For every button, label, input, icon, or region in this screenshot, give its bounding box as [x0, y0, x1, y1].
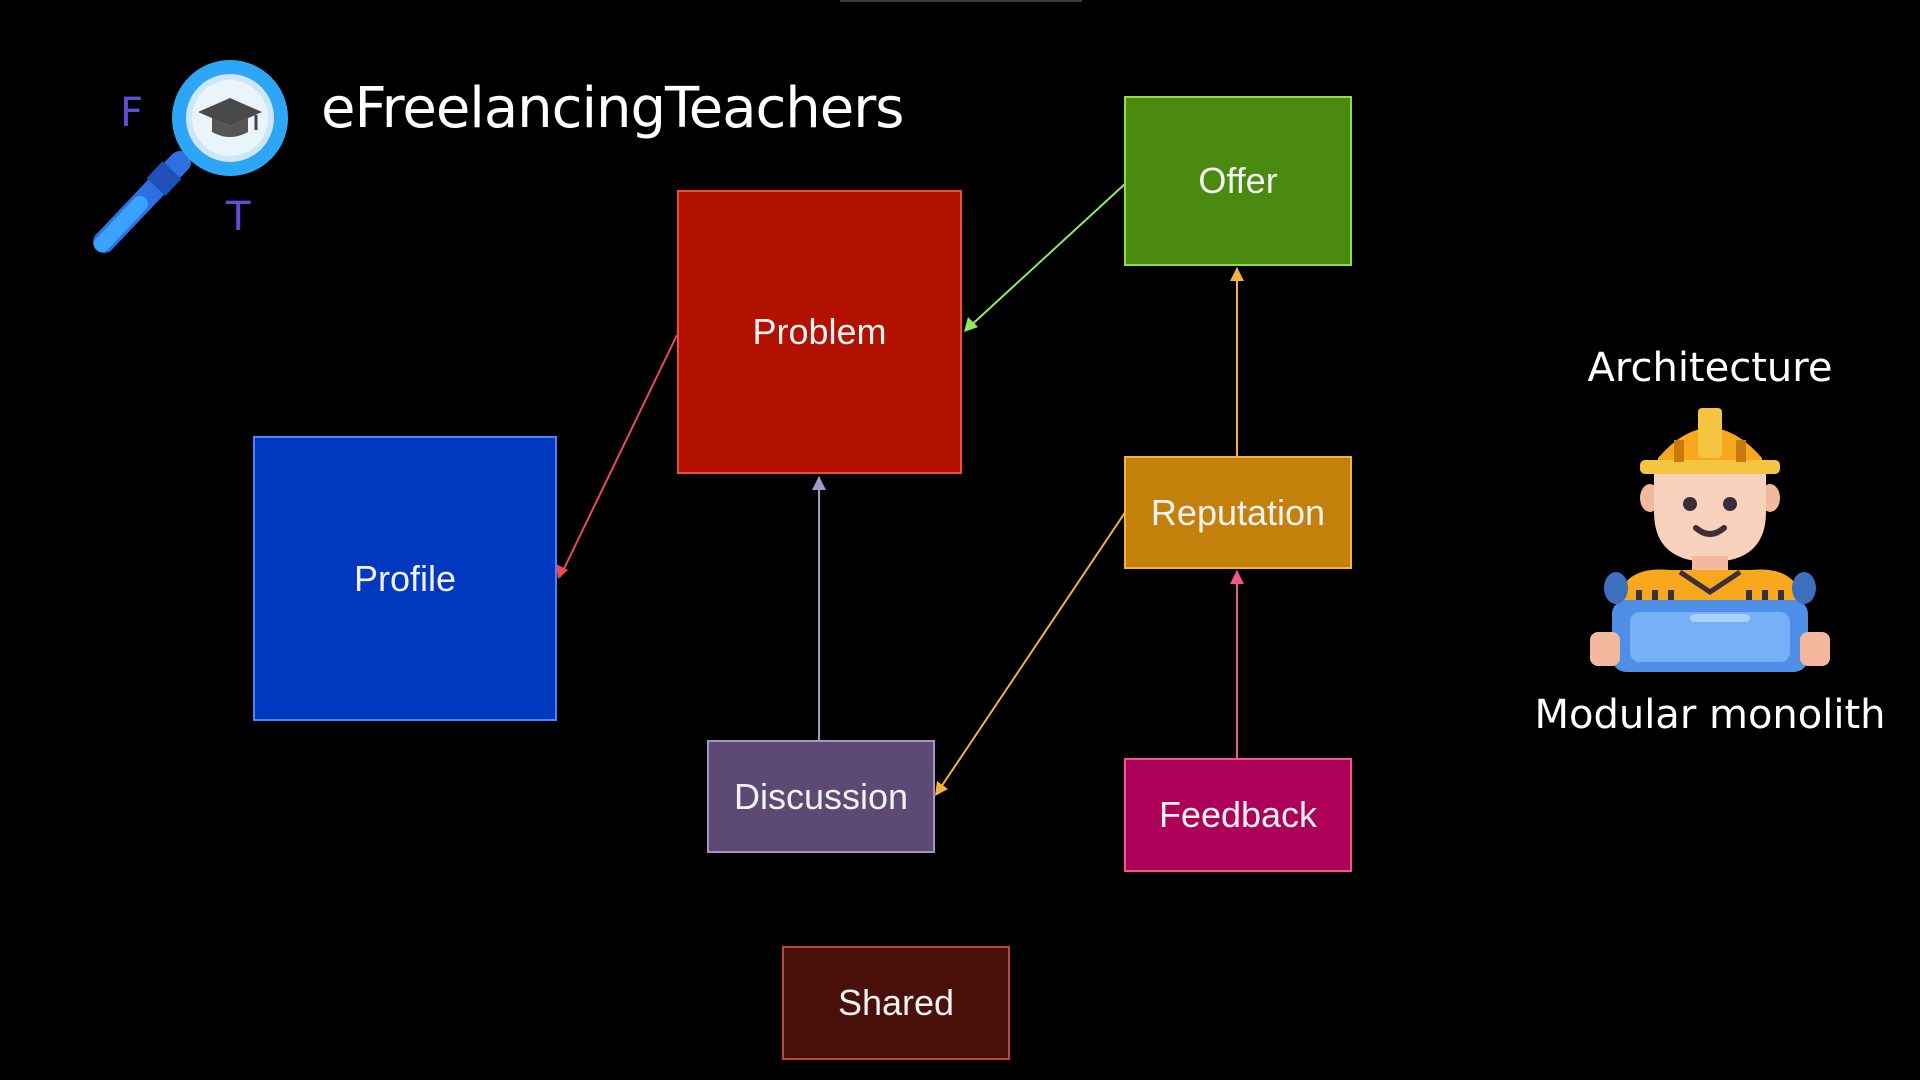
- arrowhead-reputation-to-discussion: [935, 781, 948, 796]
- construction-worker-icon: [1570, 400, 1850, 680]
- arrowhead-feedback-to-reputation: [1230, 570, 1244, 584]
- module-discussion-label: Discussion: [733, 775, 909, 817]
- arrow-reputation-to-discussion: [936, 510, 1127, 794]
- arrowhead-problem-to-profile: [556, 564, 568, 579]
- module-feedback-label: Feedback: [1158, 794, 1318, 835]
- module-problem-label: Problem: [752, 311, 887, 352]
- architecture-heading: Architecture: [1587, 345, 1833, 391]
- brand-logo: F T: [80, 52, 300, 262]
- module-shared: Shared: [782, 946, 1010, 1060]
- logo-letter-t: T: [226, 194, 251, 240]
- module-shared-label: Shared: [837, 982, 955, 1023]
- architecture-subtitle: Modular monolith: [1534, 692, 1886, 738]
- module-discussion: Discussion: [707, 740, 935, 853]
- arrowhead-reputation-to-offer: [1230, 267, 1244, 281]
- module-offer: Offer: [1124, 96, 1352, 266]
- top-divider: [840, 0, 1082, 2]
- module-problem: Problem: [677, 190, 962, 474]
- module-profile-label: Profile: [353, 557, 457, 599]
- module-feedback: Feedback: [1124, 758, 1352, 872]
- module-profile: Profile: [253, 436, 557, 721]
- module-reputation: Reputation: [1124, 456, 1352, 569]
- magnifier-graduation-cap-icon: [93, 60, 288, 253]
- brand-title: eFreelancingTeachers: [321, 76, 904, 141]
- module-offer-label: Offer: [1198, 160, 1278, 201]
- arrowhead-offer-to-problem: [964, 317, 978, 332]
- arrow-problem-to-profile: [559, 334, 678, 578]
- arrow-offer-to-problem: [965, 182, 1127, 331]
- arrowhead-discussion-to-problem: [812, 476, 826, 490]
- module-reputation-label: Reputation: [1150, 491, 1326, 533]
- logo-letter-f: F: [120, 90, 144, 136]
